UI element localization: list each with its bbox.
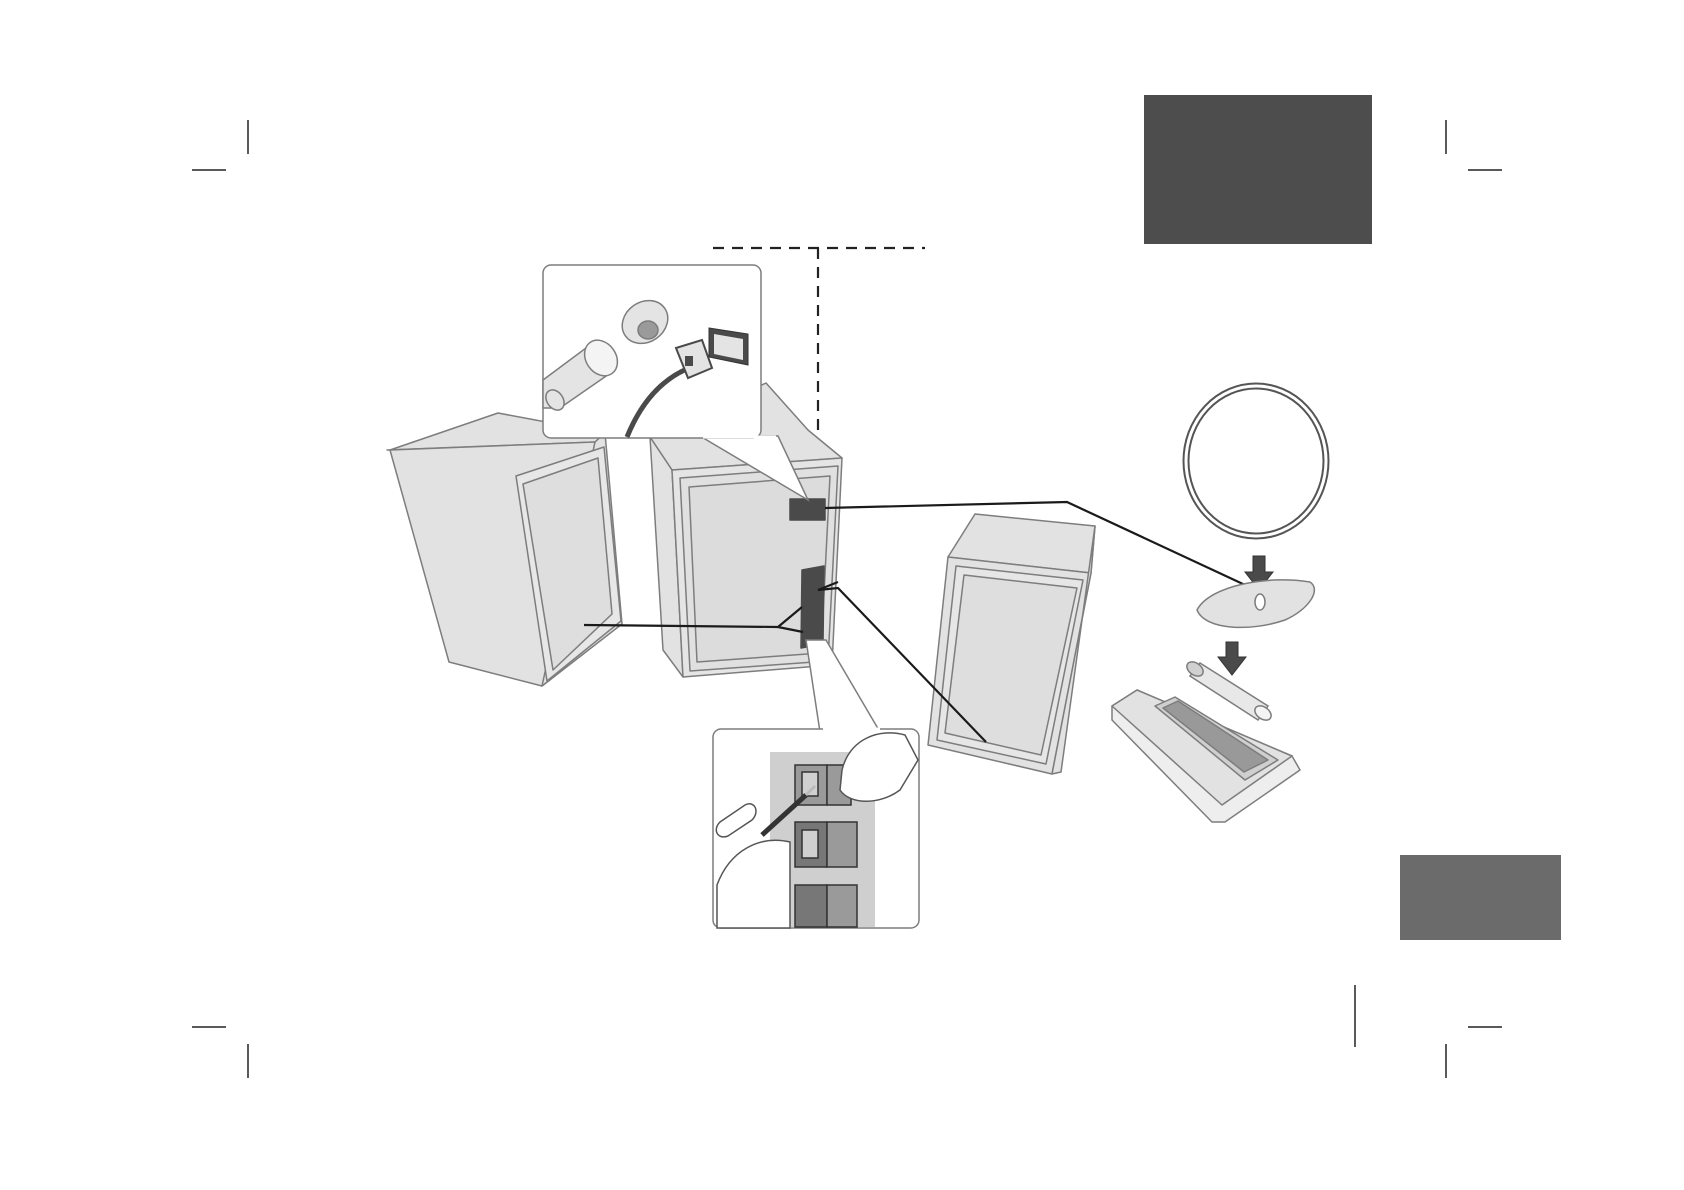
remote-control: [1112, 690, 1300, 822]
right-speaker: [928, 514, 1095, 774]
left-speaker: [387, 413, 622, 686]
am-loop-antenna: [1186, 386, 1326, 590]
antenna-stand: [1197, 580, 1314, 675]
speaker-terminal-detail: [713, 640, 919, 928]
